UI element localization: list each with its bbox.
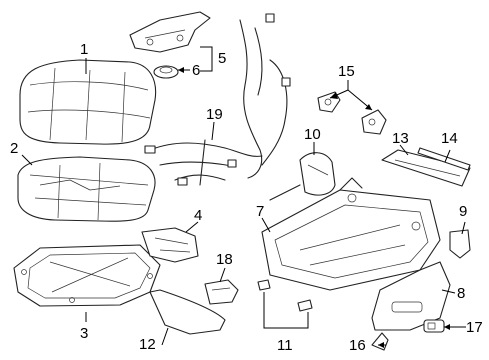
arrow-head: [330, 92, 338, 99]
small-bracket: [371, 332, 389, 351]
callout-10: 10: [304, 126, 321, 143]
callout-3: 3: [80, 325, 88, 342]
callout-4: 4: [194, 207, 202, 224]
arrow-head: [365, 104, 372, 110]
control-module: [204, 279, 239, 305]
callout-13: 13: [392, 130, 409, 147]
callout-7: 7: [256, 203, 264, 220]
seat-pan-frame: [13, 244, 161, 307]
lumbar-support: [269, 152, 336, 201]
callout-8: 8: [457, 285, 465, 302]
wire-harness: [144, 13, 291, 186]
callout-9: 9: [459, 203, 467, 220]
seat-track-frame: [261, 177, 441, 291]
callout-11: 11: [277, 337, 293, 354]
callout-18: 18: [216, 251, 233, 268]
seat-cushion-cover: [19, 59, 157, 145]
recliner-bracket: [129, 11, 211, 53]
callout-5: 5: [218, 50, 226, 67]
callout-14: 14: [441, 130, 458, 147]
callout-17: 17: [466, 319, 483, 336]
clips: [257, 279, 313, 312]
callout-1: 1: [80, 41, 88, 58]
side-rail: [381, 149, 471, 187]
callout-19: 19: [206, 106, 223, 123]
side-shield: [371, 261, 451, 331]
arrow-head: [444, 324, 450, 330]
arrow-head: [178, 67, 184, 73]
switch: [423, 319, 445, 333]
harness-connector: [141, 227, 199, 263]
callout-6: 6: [192, 62, 200, 79]
callout-2: 2: [10, 140, 18, 157]
arrow-head: [378, 342, 384, 348]
callout-16: 16: [349, 337, 366, 354]
side-trim: [149, 289, 226, 335]
trim-cap: [449, 229, 471, 259]
recliner-mounts: [317, 91, 387, 135]
seat-cushion-pad: [17, 156, 156, 222]
adjuster-knob: [153, 65, 179, 79]
callout-15: 15: [338, 63, 355, 80]
callout-12: 12: [139, 336, 156, 353]
slide-rod: [417, 147, 471, 171]
